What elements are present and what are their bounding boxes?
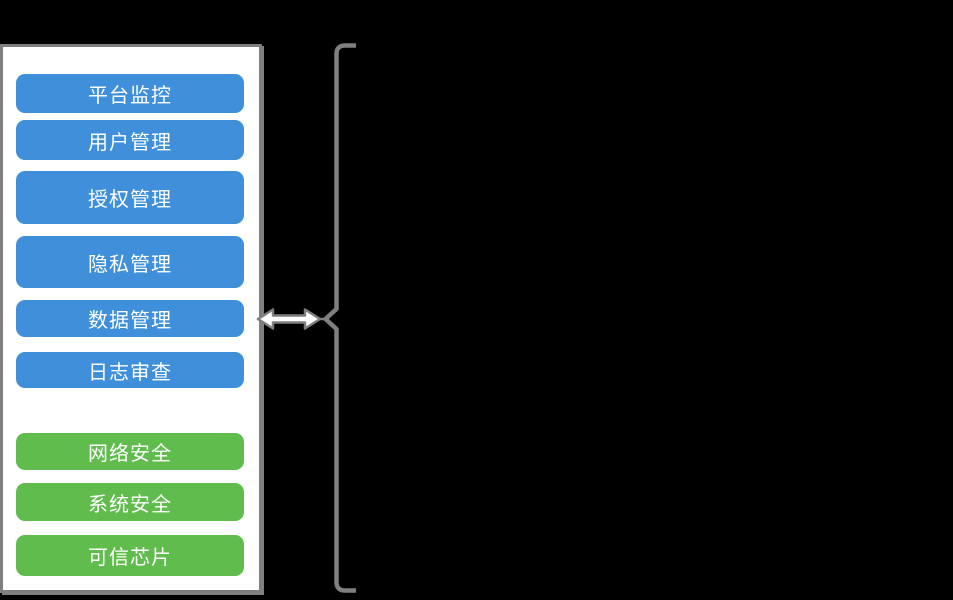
left-curly-brace-icon: [323, 43, 356, 593]
user-management-button[interactable]: 用户管理: [16, 120, 244, 160]
data-management-button[interactable]: 数据管理: [16, 300, 244, 337]
trusted-chip-button[interactable]: 可信芯片: [16, 535, 244, 576]
authorization-management-button[interactable]: 授权管理: [16, 171, 244, 224]
system-security-button[interactable]: 系统安全: [16, 483, 244, 521]
privacy-management-button[interactable]: 隐私管理: [16, 236, 244, 288]
log-audit-button[interactable]: 日志审查: [16, 352, 244, 388]
platform-monitoring-button[interactable]: 平台监控: [16, 74, 244, 113]
double-arrow-icon: [256, 308, 322, 330]
network-security-button[interactable]: 网络安全: [16, 433, 244, 470]
module-panel: 平台监控 用户管理 授权管理 隐私管理 数据管理 日志审查 网络安全 系统安全 …: [0, 44, 262, 593]
